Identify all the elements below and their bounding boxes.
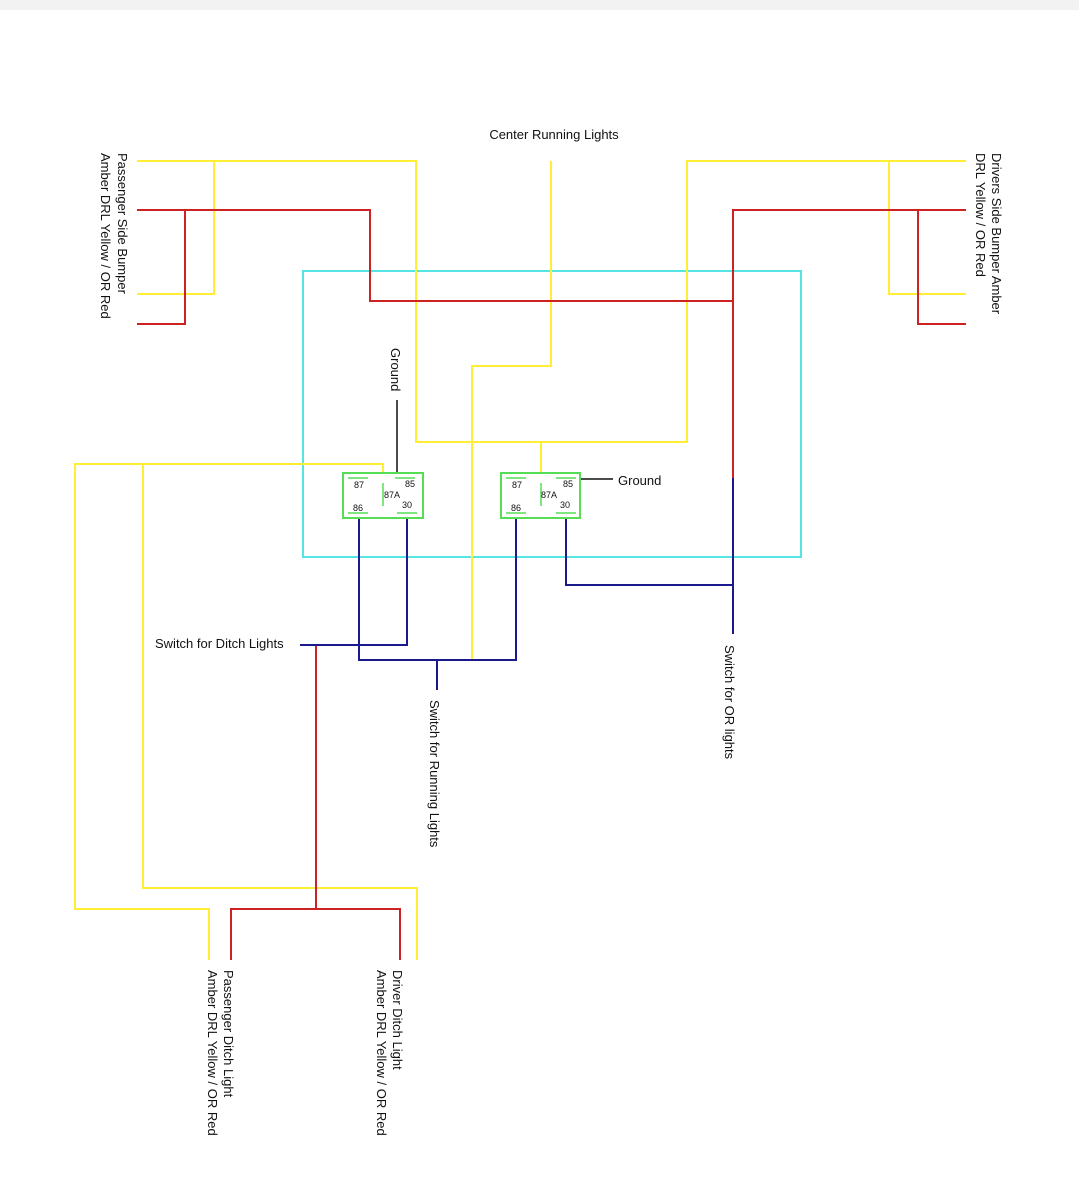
- red-wire-passenger-bumper: [137, 209, 733, 302]
- relay-left: 87 85 87A 86 30: [342, 472, 424, 519]
- red-wire-passenger-bumper-loop: [137, 210, 186, 325]
- relay-right: 87 85 87A 86 30: [500, 472, 581, 519]
- red-wire-driver-bumper: [732, 209, 966, 478]
- label-driver-bumper-line2: DRL Yellow / OR Red: [973, 153, 988, 277]
- blue-wire-or-relay: [565, 513, 733, 586]
- red-wire-driver-bumper-loop: [917, 210, 966, 325]
- top-bar: [0, 0, 1079, 10]
- blue-wire-ditch-switch: [300, 513, 408, 646]
- label-driver-bumper-line1: Drivers Side Bumper Amber: [989, 153, 1004, 315]
- label-switch-running-lights: Switch for Running Lights: [427, 700, 442, 848]
- relay-left-pin-30: 30: [402, 500, 412, 510]
- yellow-wires: [74, 160, 966, 960]
- blue-wire-running-left: [358, 513, 517, 661]
- relay-left-pin-87: 87: [354, 480, 364, 490]
- label-passenger-ditch-line1: Passenger Ditch Light: [221, 970, 236, 1098]
- relay-right-pin-87a: 87A: [541, 490, 557, 500]
- yellow-wire-driver-bumper-loop: [888, 161, 966, 295]
- relay-right-pin-30: 30: [560, 500, 570, 510]
- label-passenger-bumper-line1: Passenger Side Bumper: [115, 153, 130, 295]
- relay-right-pin-85: 85: [563, 479, 573, 489]
- yellow-wire-center-running: [471, 161, 552, 660]
- label-driver-ditch-line1: Driver Ditch Light: [390, 970, 405, 1070]
- red-wires: [137, 209, 966, 960]
- relay-right-pin-87: 87: [512, 480, 522, 490]
- label-center-running-lights: Center Running Lights: [489, 127, 619, 142]
- relay-left-pin-86: 86: [353, 503, 363, 513]
- label-passenger-bumper-line2: Amber DRL Yellow / OR Red: [98, 153, 113, 319]
- label-passenger-ditch-line2: Amber DRL Yellow / OR Red: [205, 970, 220, 1136]
- relay-right-pin-86: 86: [511, 503, 521, 513]
- yellow-wire-passenger-ditch: [74, 463, 384, 960]
- red-wire-ditch-split: [230, 908, 401, 960]
- label-ground-left: Ground: [388, 348, 403, 391]
- label-ground-right: Ground: [618, 473, 661, 488]
- ground-wire-left: [396, 400, 404, 483]
- blue-wires: [300, 478, 734, 690]
- label-switch-or-lights: Switch for OR lights: [722, 645, 737, 760]
- yellow-wire-passenger-bumper: [137, 160, 542, 475]
- yellow-wire-driver-ditch: [142, 464, 418, 960]
- label-driver-ditch-line2: Amber DRL Yellow / OR Red: [374, 970, 389, 1136]
- relay-left-pin-85: 85: [405, 479, 415, 489]
- yellow-wire-passenger-bumper-loop: [137, 161, 215, 295]
- label-switch-ditch-lights: Switch for Ditch Lights: [155, 636, 284, 651]
- relay-left-pin-87a: 87A: [384, 490, 400, 500]
